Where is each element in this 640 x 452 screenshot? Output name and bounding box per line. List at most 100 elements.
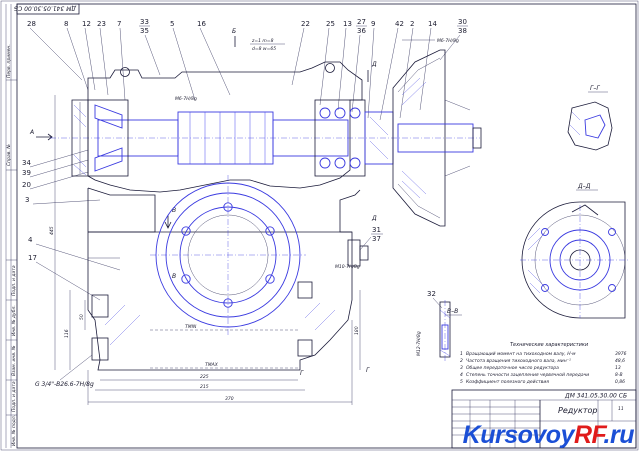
- fit-label: M6-7H/8g: [175, 96, 197, 102]
- fit-label: M10-7H/8g: [335, 264, 360, 270]
- part-number: 5: [170, 20, 174, 28]
- part-number: 14: [428, 20, 437, 28]
- tech-item-value: 0,86: [615, 379, 625, 385]
- part-number: 2: [410, 20, 414, 28]
- worm: [177, 111, 274, 165]
- part-number: 12: [82, 20, 91, 28]
- section-title: В–В: [447, 308, 458, 315]
- section-title: Г–Г: [590, 85, 600, 92]
- section-v-v: В–В 32: [427, 290, 462, 362]
- part-number: 3: [25, 196, 29, 204]
- section-label-a: А: [29, 129, 34, 136]
- section-label-v-top: В: [172, 207, 176, 214]
- left-strip-label: Инв. № дубл.: [11, 305, 17, 336]
- part-number: 13: [343, 20, 352, 28]
- tech-item-value: 13: [615, 365, 621, 371]
- section-title: Д–Д: [577, 183, 591, 190]
- tech-item-n: 5: [460, 379, 463, 385]
- watermark-part3: .ru: [603, 421, 635, 449]
- part-number: 30: [458, 18, 467, 26]
- part-number: 20: [22, 181, 31, 189]
- watermark-part1: Kursovoy: [462, 421, 575, 449]
- watermark: KursovoyRF.ru: [462, 421, 635, 450]
- part-number: 27: [357, 18, 366, 26]
- stamp-code: ДМ 341.05.30.00 СБ: [14, 5, 77, 12]
- tech-item-text: Степень точности зацепления червячной пе…: [466, 372, 589, 378]
- section-label-g-right: Г: [366, 367, 370, 374]
- part-number: 17: [28, 254, 37, 262]
- thread-note: G 3/4"-В26.6-7Н/8g: [35, 381, 94, 388]
- part-number: 38: [458, 27, 467, 35]
- section-label-g-left: Г: [300, 370, 304, 377]
- left-strip-label: Справ. №: [6, 144, 12, 166]
- section-label-d-top: Д: [371, 61, 377, 68]
- motor-flange: [392, 49, 482, 227]
- part-number: 7: [117, 20, 121, 28]
- tech-item-text: Частота вращения тихоходного вала, мин⁻¹: [466, 358, 571, 364]
- fit-label: M12-7H/8g: [416, 331, 422, 356]
- dimension-value: 370: [225, 396, 234, 402]
- tech-item-text: Вращающий момент на тихоходном валу, Н·м: [466, 351, 576, 357]
- title-block: ДМ 341.05.30.00 СБ Редуктор 11: [451, 389, 637, 449]
- section-label-b: Б: [232, 28, 236, 35]
- dimension-value: 225: [200, 374, 209, 380]
- part-number: 8: [64, 20, 68, 28]
- tech-item-value: 8-В: [615, 372, 623, 378]
- sheet-frame: [16, 3, 637, 449]
- top-left-stamp: ДМ 341.05.30.00 СБ: [14, 3, 80, 15]
- watermark-part2: RF: [573, 421, 604, 449]
- left-strip-label: Перв. примен.: [6, 44, 12, 78]
- title-code: ДМ 341.05.30.00 СБ: [564, 393, 627, 400]
- part-number: 34: [22, 159, 31, 167]
- title-name: Редуктор: [558, 406, 597, 415]
- left-strip-label: Инв. № подл.: [11, 415, 17, 446]
- dimension-value: 116: [64, 329, 70, 338]
- section-label-v-bottom: В: [172, 273, 176, 280]
- dimension-value: 445: [49, 226, 55, 235]
- dimension-value: 215: [200, 384, 209, 390]
- callout-32: 32: [427, 290, 436, 298]
- dimension-value: 50: [79, 314, 85, 320]
- tech-item-n: 2: [460, 358, 463, 364]
- part-number: 33: [140, 18, 149, 26]
- tech-characteristics: Технические характеристики 1 Вращающий м…: [460, 342, 627, 385]
- tech-item-n: 4: [460, 372, 463, 378]
- part-number: 16: [197, 20, 206, 28]
- inner-label-tmax: TMIN: [185, 324, 197, 330]
- part-number: 36: [357, 27, 366, 35]
- part-numbers-top: 28 8 12 23 7 33 35 5 16 22 25 13 27 36 9…: [27, 18, 468, 35]
- fit-label: M6-7H/8g: [437, 38, 459, 44]
- lifting-eye-right: [325, 63, 335, 73]
- left-strip-label: Подп. и дата: [11, 381, 17, 412]
- tech-item-value: 48,6: [615, 358, 625, 364]
- tech-item-text: Коэффициент полезного действия: [466, 379, 549, 385]
- leader-lines-top: [29, 27, 461, 121]
- gear-note-line2: d=8 w=65: [252, 46, 276, 52]
- left-strip-label: Взам. инв. №: [11, 345, 17, 376]
- title-sheet-number: 11: [618, 406, 624, 412]
- lifting-eye-left: [120, 67, 130, 77]
- left-bearing: [71, 99, 129, 177]
- gear-note-line1: z=1 m=8: [251, 38, 274, 44]
- part-number: 23: [97, 20, 106, 28]
- part-number: 25: [326, 20, 335, 28]
- part-number: 37: [372, 235, 381, 243]
- tech-item-value: 3976: [615, 351, 627, 357]
- gearbox-main-view: M6-7H/8g M6-7H/8g M10-7H/8g M12-7H/8g 3 1…: [50, 38, 482, 371]
- part-number: 42: [395, 20, 404, 28]
- part-number: 35: [140, 27, 149, 35]
- section-label-d-bottom: Д: [371, 215, 377, 222]
- dimensions-bottom: 225 215 370 445 116 50 180 G 3/4"-В26.6-…: [35, 95, 361, 405]
- section-d-d: Д–Д: [520, 183, 630, 319]
- dimension-value: 180: [354, 326, 360, 335]
- left-strip-label: Подп. и дата: [11, 265, 17, 296]
- part-number: 4: [28, 236, 33, 244]
- tech-item-n: 1: [460, 351, 463, 357]
- tech-item-n: 3: [460, 365, 463, 371]
- left-strip: Перв. примен. Справ. № Подп. и дата Инв.…: [5, 4, 17, 448]
- part-number: 9: [371, 20, 375, 28]
- part-number: 28: [27, 20, 36, 28]
- tech-heading: Технические характеристики: [510, 342, 589, 348]
